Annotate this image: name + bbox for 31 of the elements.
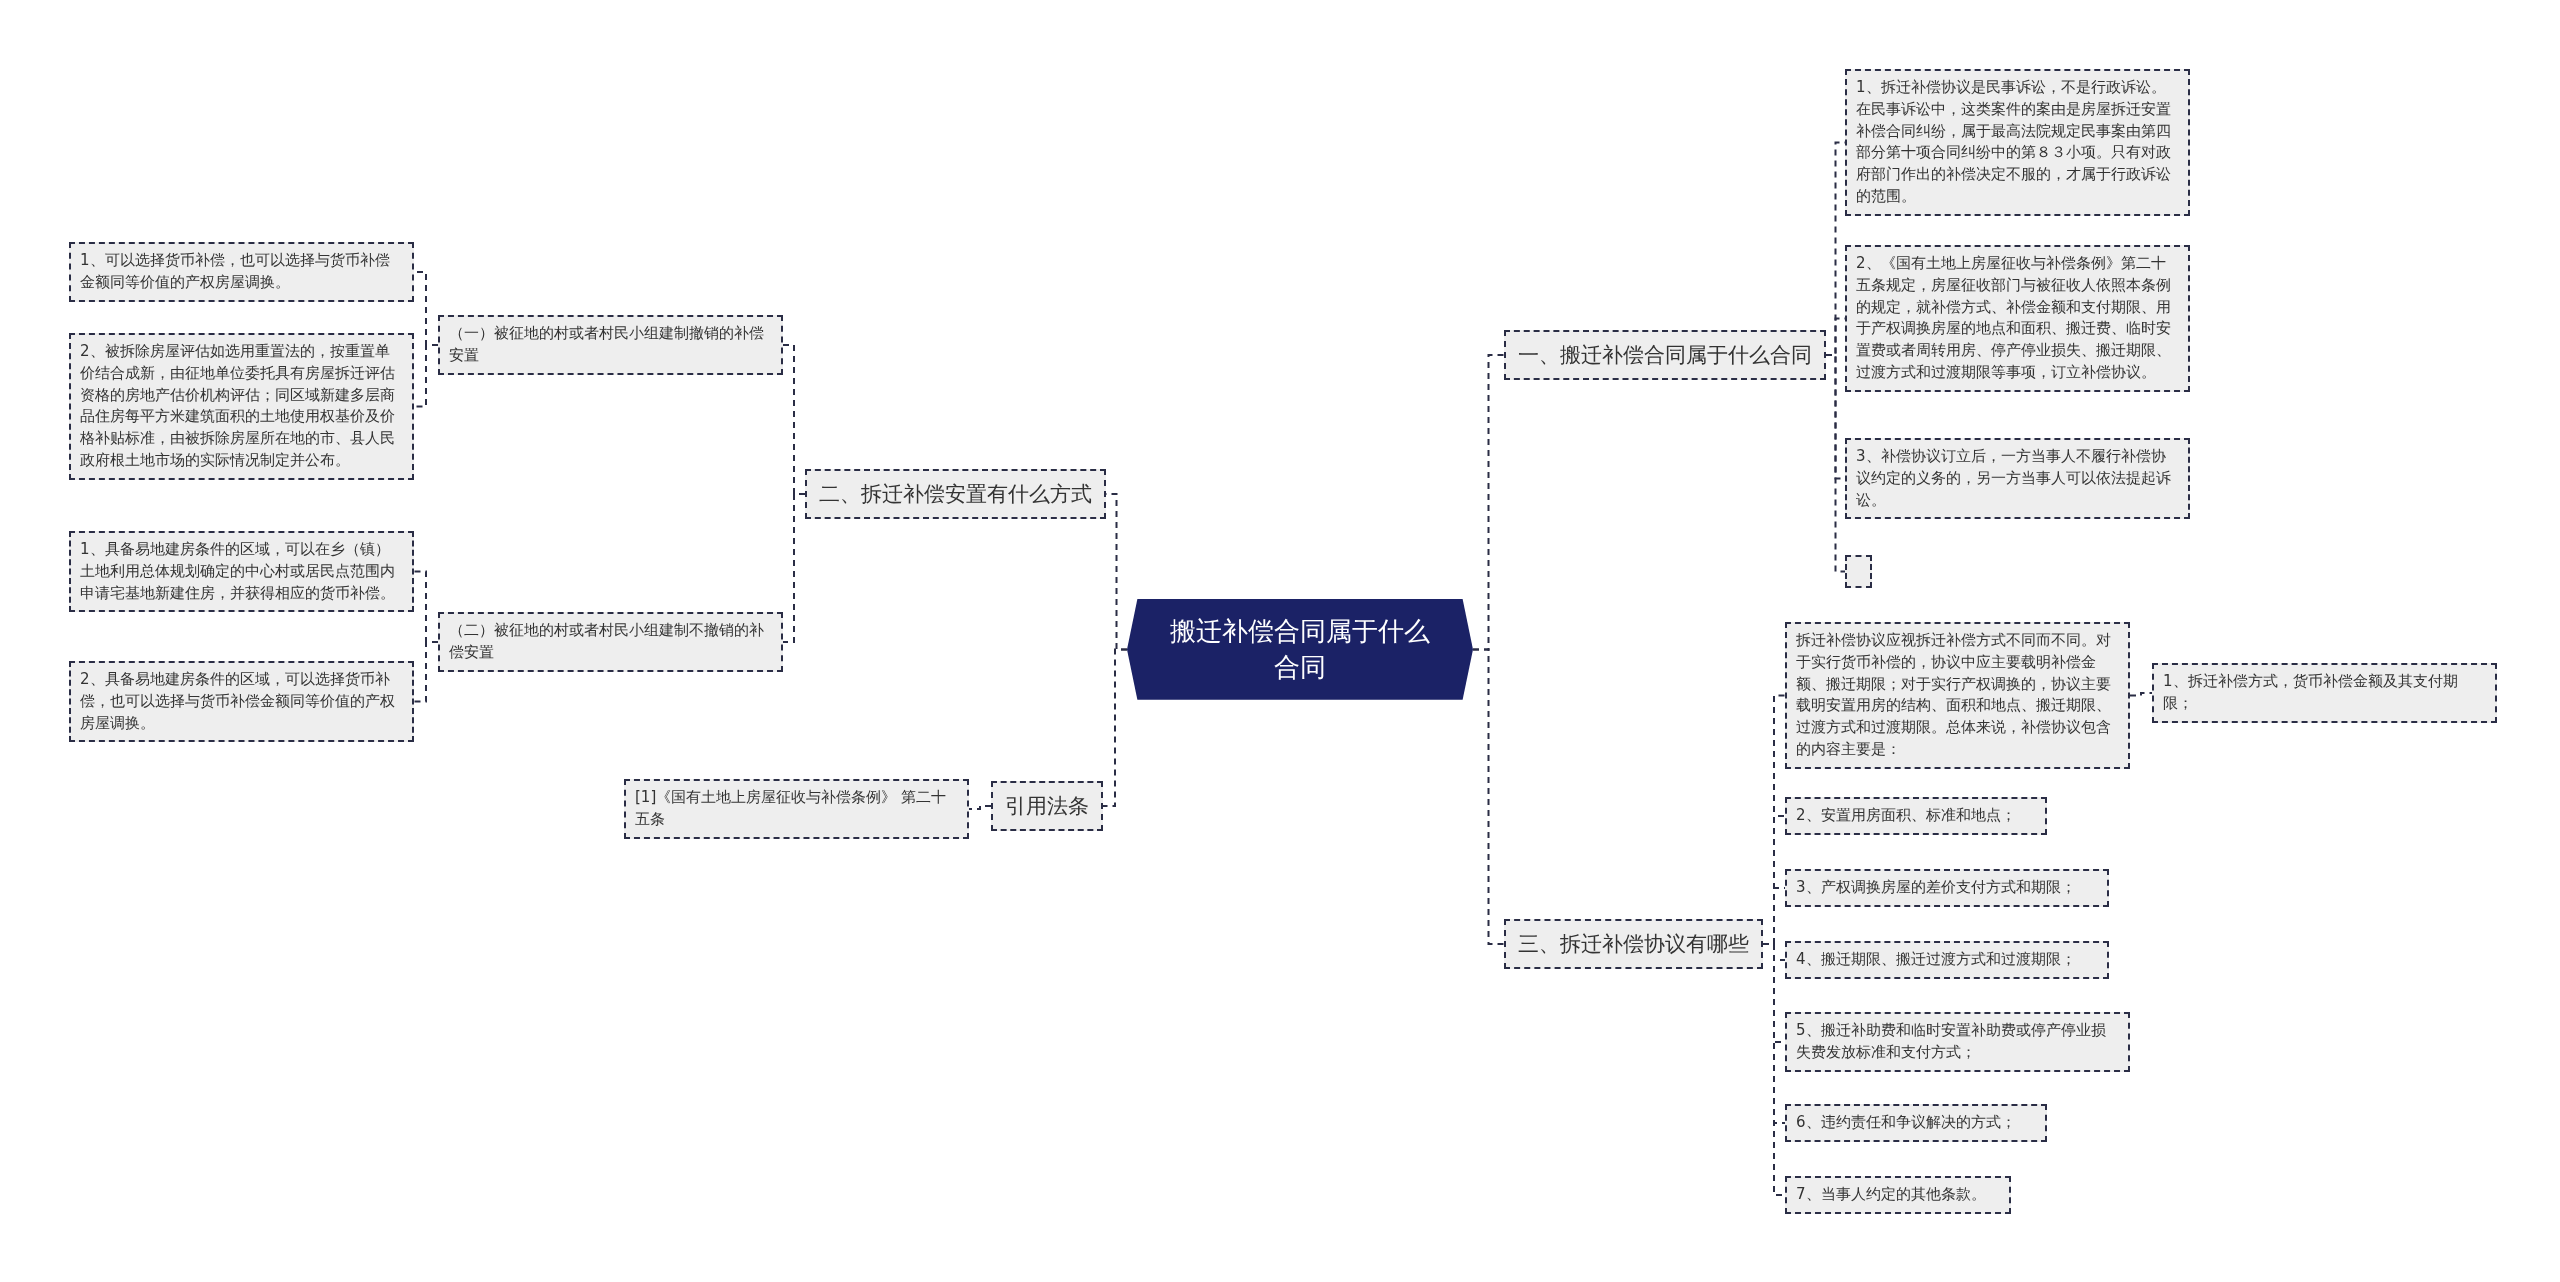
subtopic-box: 3、产权调换房屋的差价支付方式和期限； [1785,869,2109,907]
topic-box: 三、拆迁补偿协议有哪些 [1504,919,1763,970]
subtopic-box: 2、被拆除房屋评估如选用重置法的，按重置单价结合成新，由征地单位委托具有房屋拆迁评估资格的房地产估价机构评估；同区域新建多层商品住房每平方米建筑面积的土地使用权基价及价格补贴标准，由被拆除房屋所在地的市、县人民政府根土地市场的实际情况制定并公布。 [69,333,414,480]
subtopic-box: 5、搬迁补助费和临时安置补助费或停产停业损失费发放标准和支付方式； [1785,1012,2130,1072]
connector-line [1825,354,1846,573]
connector-line [413,641,439,703]
central-topic: 搬迁补偿合同属于什么合同 [1127,599,1473,700]
subtopic-box: （一）被征地的村或者村民小组建制撤销的补偿安置 [438,315,783,375]
topic-box: 引用法条 [991,781,1103,832]
subtopic-box: 2、具备易地建房条件的区域，可以选择货币补偿，也可以选择与货币补偿金额同等价值的产权房屋调换。 [69,661,414,743]
connector-line [2129,692,2153,697]
subtopic-box: 4、搬迁期限、搬迁过渡方式和过渡期限； [1785,941,2109,979]
subtopic-box: 1、拆迁补偿方式，货币补偿金额及其支付期限； [2152,663,2497,723]
topic-box: 一、搬迁补偿合同属于什么合同 [1504,330,1826,381]
subtopic-box: 2、《国有土地上房屋征收与补偿条例》第二十五条规定，房屋征收部门与被征收人依照本条例的规定，就补偿方式、补偿金额和支付期限、用于产权调换房屋的地点和面积、搬迁费、临时安置费或者周转用房、停产停业损失、搬迁期限、过渡方式和过渡期限等事项，订立补偿协议。 [1845,245,2190,392]
connector-line [968,805,992,810]
subtopic-box: 3、补偿协议订立后，一方当事人不履行补偿协议约定的义务的，另一方当事人可以依法提起诉讼。 [1845,438,2190,520]
subtopic-box: [1]《国有土地上房屋征收与补偿条例》 第二十五条 [624,779,969,839]
subtopic-box: 拆迁补偿协议应视拆迁补偿方式不同而不同。对于实行货币补偿的，协议中应主要载明补偿金额、搬迁期限；对于实行产权调换的，协议主要载明安置用房的结构、面积和地点、搬迁期限、过渡方式和过渡期限。总体来说，补偿协议包含的内容主要是： [1785,622,2130,769]
subtopic-box: 7、当事人约定的其他条款。 [1785,1176,2011,1214]
connector-line [782,493,806,643]
empty-box [1845,555,1872,588]
subtopic-box: 6、违约责任和争议解决的方式； [1785,1104,2047,1142]
connector-line [1102,648,1128,807]
connector-line [1472,648,1505,945]
subtopic-box: 1、可以选择货币补偿，也可以选择与货币补偿金额同等价值的产权房屋调换。 [69,242,414,302]
subtopic-box: 1、具备易地建房条件的区域，可以在乡（镇）土地利用总体规划确定的中心村或居民点范围内申请宅基地新建住房，并获得相应的货币补偿。 [69,531,414,613]
topic-box: 二、拆迁补偿安置有什么方式 [805,469,1106,520]
subtopic-box: 2、安置用房面积、标准和地点； [1785,797,2047,835]
subtopic-box: （二）被征地的村或者村民小组建制不撤销的补偿安置 [438,612,783,672]
subtopic-box: 1、拆迁补偿协议是民事诉讼，不是行政诉讼。在民事诉讼中，这类案件的案由是房屋拆迁安置补偿合同纠纷，属于最高法院规定民事案由第四部分第十项合同纠纷中的第８３小项。只有对政府部门作出的补偿决定不服的，才属于行政诉讼的范围。 [1845,69,2190,216]
